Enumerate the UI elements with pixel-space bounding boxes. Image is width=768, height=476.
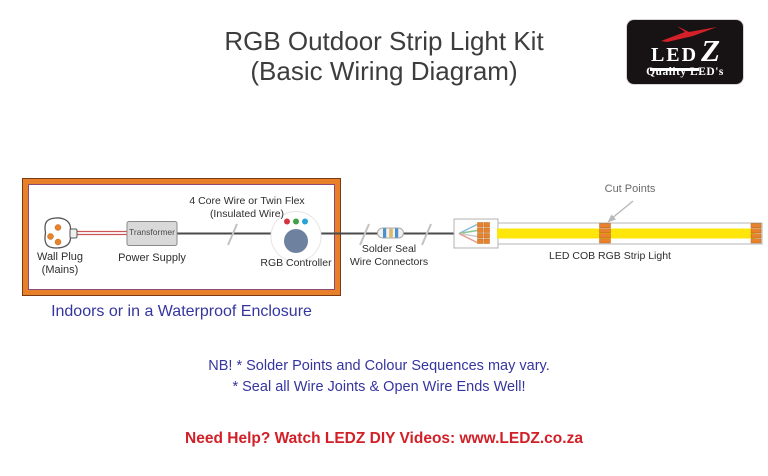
solder-seal-label: Solder Seal Wire Connectors — [338, 243, 440, 268]
mains-wire — [77, 230, 127, 236]
plug-pin-dot — [54, 224, 62, 231]
wiring-diagram-canvas — [22, 178, 763, 296]
power-supply-label: Power Supply — [118, 252, 186, 264]
logo-wordmark: LED Z — [627, 33, 743, 71]
wall-plug-label-line1: Wall Plug — [36, 251, 84, 263]
cut-point-pads — [599, 223, 611, 244]
wire-break-marks — [227, 223, 432, 246]
strip-end-pads — [750, 223, 762, 244]
cut-points-arrow — [607, 200, 634, 223]
blue-dot — [302, 218, 308, 225]
wall-plug-label: Wall Plug (Mains) — [24, 251, 96, 277]
rgb-controller-icon — [270, 211, 322, 262]
core-wire-label-line2: (Insulated Wire) — [209, 207, 285, 220]
rgb-controller-label: RGB Controller — [260, 257, 332, 269]
plug-pin-dot — [47, 233, 54, 240]
plug-pin-dot — [54, 238, 62, 246]
logo-tagline: Quality LED's — [646, 66, 724, 78]
connector-fan-wires — [458, 223, 478, 244]
logo-led-text: LED — [649, 44, 700, 71]
page-title: RGB Outdoor Strip Light Kit (Basic Wirin… — [0, 26, 768, 86]
solder-seal-label-line2: Wire Connectors — [349, 255, 429, 268]
wall-plug-label-line2: (Mains) — [41, 264, 79, 276]
ledz-logo: LED Z Quality LED's — [627, 20, 743, 84]
transformer-box-label: Transformer — [129, 227, 175, 237]
slash-mark — [421, 223, 432, 246]
slash-mark — [359, 223, 370, 246]
cut-points-label: Cut Points — [604, 183, 656, 195]
connector-solder-pads — [477, 222, 490, 244]
nb-note-line1: NB! * Solder Points and Colour Sequences… — [208, 358, 550, 374]
wall-plug-icon — [44, 217, 78, 249]
nb-note-line2: * Seal all Wire Joints & Open Wire Ends … — [232, 378, 526, 395]
core-wire-label: 4 Core Wire or Twin Flex (Insulated Wire… — [177, 195, 317, 220]
solder-seal-label-line1: Solder Seal — [361, 243, 417, 255]
green-dot — [293, 218, 299, 225]
controller-knob — [284, 229, 308, 253]
core-wire-label-line1: 4 Core Wire or Twin Flex — [189, 195, 305, 207]
solder-seal-connector-icon — [377, 227, 404, 239]
logo-z-text: Z — [701, 33, 721, 68]
strip-yellow-band — [497, 228, 755, 239]
slash-mark — [227, 223, 238, 246]
led-strip-label: LED COB RGB Strip Light — [549, 250, 671, 262]
page-title-line1: RGB Outdoor Strip Light Kit — [224, 26, 544, 56]
led-strip — [453, 218, 763, 249]
logo-swoosh-icon — [661, 26, 717, 42]
page-title-line2: (Basic Wiring Diagram) — [250, 56, 518, 86]
transformer-box — [126, 221, 178, 246]
help-footer: Need Help? Watch LEDZ DIY Videos: www.LE… — [185, 430, 583, 447]
enclosure-note: Indoors or in a Waterproof Enclosure — [51, 303, 312, 320]
red-dot — [284, 218, 290, 225]
nb-notes: NB! * Solder Points and Colour Sequences… — [0, 356, 758, 397]
